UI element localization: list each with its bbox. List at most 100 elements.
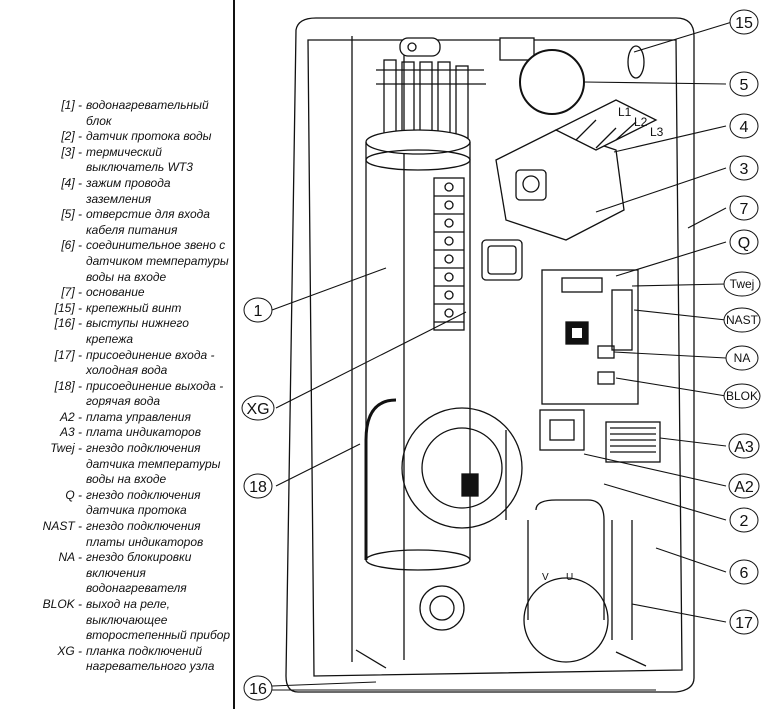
legend-row: BLOK - выход на реле, выключающее второст…	[0, 597, 232, 644]
callouts: 15 5 4 3 7 Q Twej NAST NA BLOK A3 A2 2 6…	[241, 9, 761, 701]
callout-17: 17	[729, 609, 759, 635]
legend-row: [6] -соединительное звено с датчиком тем…	[0, 238, 232, 285]
callout-twej: Twej	[723, 271, 761, 297]
callout-blok: BLOK	[723, 383, 761, 409]
legend-code: XG -	[57, 643, 82, 658]
callout-6-label: 6	[740, 565, 749, 582]
legend-description: выступы нижнего крепежа	[86, 316, 189, 346]
legend-description: основание	[86, 285, 145, 300]
callout-na: NA	[725, 345, 759, 371]
callout-6: 6	[729, 559, 759, 585]
callout-18: 18	[243, 473, 273, 499]
legend-row: [3] -термический выключатель WT3	[0, 145, 232, 176]
callout-a3-label: A3	[734, 439, 754, 456]
legend-description: гнездо блокировки включения водонагреват…	[86, 550, 192, 596]
legend-code: NA -	[58, 550, 82, 565]
legend-description: термический выключатель WT3	[86, 144, 193, 175]
legend-description: отверстие для входа кабеля питания	[86, 207, 210, 237]
callout-15-label: 15	[735, 15, 753, 32]
legend-list: [1] -водонагревательный блок[2] - датчик …	[0, 98, 232, 675]
legend-row: NAST - гнездо подключения платы индикатор…	[0, 519, 232, 550]
callout-18-label: 18	[249, 479, 267, 496]
legend-divider	[233, 0, 235, 709]
legend-row: [16] - выступы нижнего крепежа	[0, 316, 232, 347]
flow-pipe-loop	[364, 398, 523, 560]
callout-16: 16	[243, 675, 273, 701]
legend-row: [7] -основание	[0, 285, 232, 301]
callout-3: 3	[729, 155, 759, 181]
top-mount-screw	[399, 37, 441, 57]
valve-mark-v: V	[542, 572, 549, 583]
legend-row: Q - гнездо подключения датчика протока	[0, 488, 232, 519]
terminal-mark-l2: L2	[634, 115, 648, 129]
callout-a2: A2	[728, 473, 760, 499]
callout-4-label: 4	[740, 119, 749, 136]
terminal-mark-l3: L3	[650, 125, 664, 139]
legend-description: планка подключений нагревательного узла	[86, 643, 215, 674]
callout-2-label: 2	[740, 513, 749, 530]
legend-code: [17] -	[54, 347, 82, 362]
callout-16-label: 16	[249, 681, 267, 698]
legend-code: NAST -	[42, 519, 82, 534]
flow-sensor	[539, 409, 661, 463]
heater-block	[365, 129, 471, 571]
legend-code: A3 -	[59, 425, 82, 440]
legend-description: гнездо подключения платы индикаторов	[86, 519, 204, 549]
legend-description: зажим провода заземления	[86, 175, 171, 206]
callout-na-label: NA	[734, 351, 751, 365]
legend-code: [15] -	[54, 300, 82, 315]
callout-q-label: Q	[738, 235, 750, 252]
terminal-strip-xg	[433, 177, 465, 331]
legend-code: A2 -	[59, 409, 82, 424]
legend-description: крепежный винт	[86, 300, 182, 315]
bottom-mount-lugs	[355, 649, 647, 669]
callout-7-label: 7	[740, 201, 749, 218]
legend-row: [4] -зажим провода заземления	[0, 176, 232, 207]
callout-xg-label: XG	[246, 401, 269, 418]
terminal-mark-l1: L1	[618, 105, 632, 119]
legend-row: A3 -плата индикаторов	[0, 425, 232, 441]
legend-code: Q -	[65, 487, 82, 502]
callout-xg: XG	[241, 395, 275, 421]
callout-blok-label: BLOK	[726, 389, 758, 403]
power-terminal-block	[554, 99, 658, 151]
legend-description: датчик протока воды	[86, 129, 212, 144]
heater-diagram	[271, 17, 733, 693]
legend-row: [18] - присоединение выхода - горячая вод…	[0, 379, 232, 410]
legend-description: гнездо подключения датчика протока	[86, 487, 201, 518]
callout-twej-label: Twej	[730, 277, 755, 291]
legend-row: Twej - гнездо подключения датчика темпера…	[0, 441, 232, 488]
legend-description: гнездо подключения датчика температуры в…	[86, 441, 221, 487]
legend-row: [17] - присоединение входа - холодная вод…	[0, 348, 232, 379]
legend-description: выход на реле, выключающее второстепенны…	[86, 597, 231, 643]
legend-description: соединительное звено с датчиком температ…	[86, 238, 229, 284]
legend-row: XG - планка подключений нагревательного у…	[0, 644, 232, 675]
legend-row: NA - гнездо блокировки включения водонагр…	[0, 550, 232, 597]
legend-code: [2] -	[61, 129, 82, 144]
callout-nast-label: NAST	[726, 313, 759, 327]
callout-2: 2	[729, 507, 759, 533]
callout-3-label: 3	[740, 161, 749, 178]
callout-7: 7	[729, 195, 759, 221]
legend-code: Twej -	[50, 441, 82, 456]
legend-row: [1] -водонагревательный блок	[0, 98, 232, 129]
legend-code: [5] -	[61, 207, 82, 222]
legend-description: водонагревательный блок	[86, 98, 209, 128]
valve-mark-u: U	[566, 572, 573, 583]
callout-q: Q	[729, 229, 759, 255]
callout-a3: A3	[728, 433, 760, 459]
callout-4: 4	[729, 113, 759, 139]
legend-description: присоединение выхода - горячая вода	[86, 378, 224, 409]
legend-code: BLOK -	[42, 597, 82, 611]
legend-row: [2] - датчик протока воды	[0, 129, 232, 145]
legend-description: присоединение входа - холодная вода	[86, 347, 215, 378]
callout-17-label: 17	[735, 615, 753, 632]
inlet-outlet-pipes	[419, 499, 633, 663]
legend-code: [16] -	[54, 316, 82, 331]
callout-5: 5	[729, 71, 759, 97]
callout-1-label: 1	[254, 303, 263, 320]
legend-description: плата управления	[86, 409, 191, 424]
legend-row: [5] - отверстие для входа кабеля питания	[0, 207, 232, 238]
callout-5-label: 5	[740, 77, 749, 94]
legend-code: [18] -	[54, 378, 82, 393]
